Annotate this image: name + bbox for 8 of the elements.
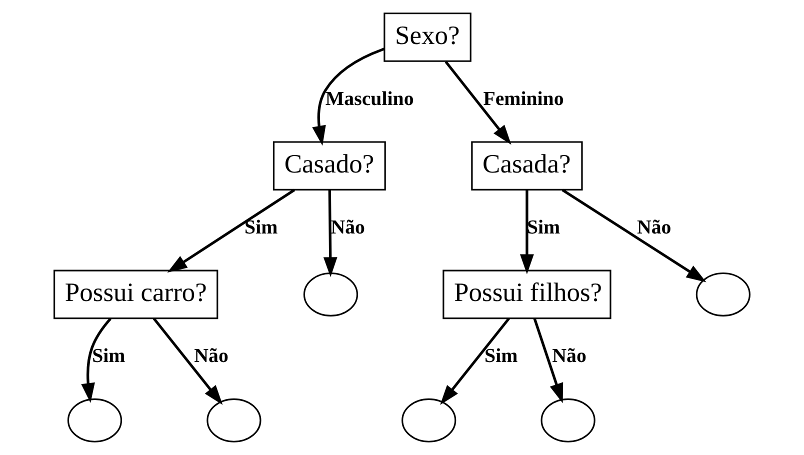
edge-label: Sim (92, 345, 126, 368)
edge-label: Sim (484, 345, 518, 368)
edge-label: Não (552, 345, 586, 368)
edge-label: Não (194, 345, 228, 368)
edge-label: Não (637, 216, 672, 238)
edge-label: Sim (244, 216, 278, 238)
edge-label: Feminino (483, 88, 564, 110)
edge-label: Masculino (325, 88, 414, 110)
